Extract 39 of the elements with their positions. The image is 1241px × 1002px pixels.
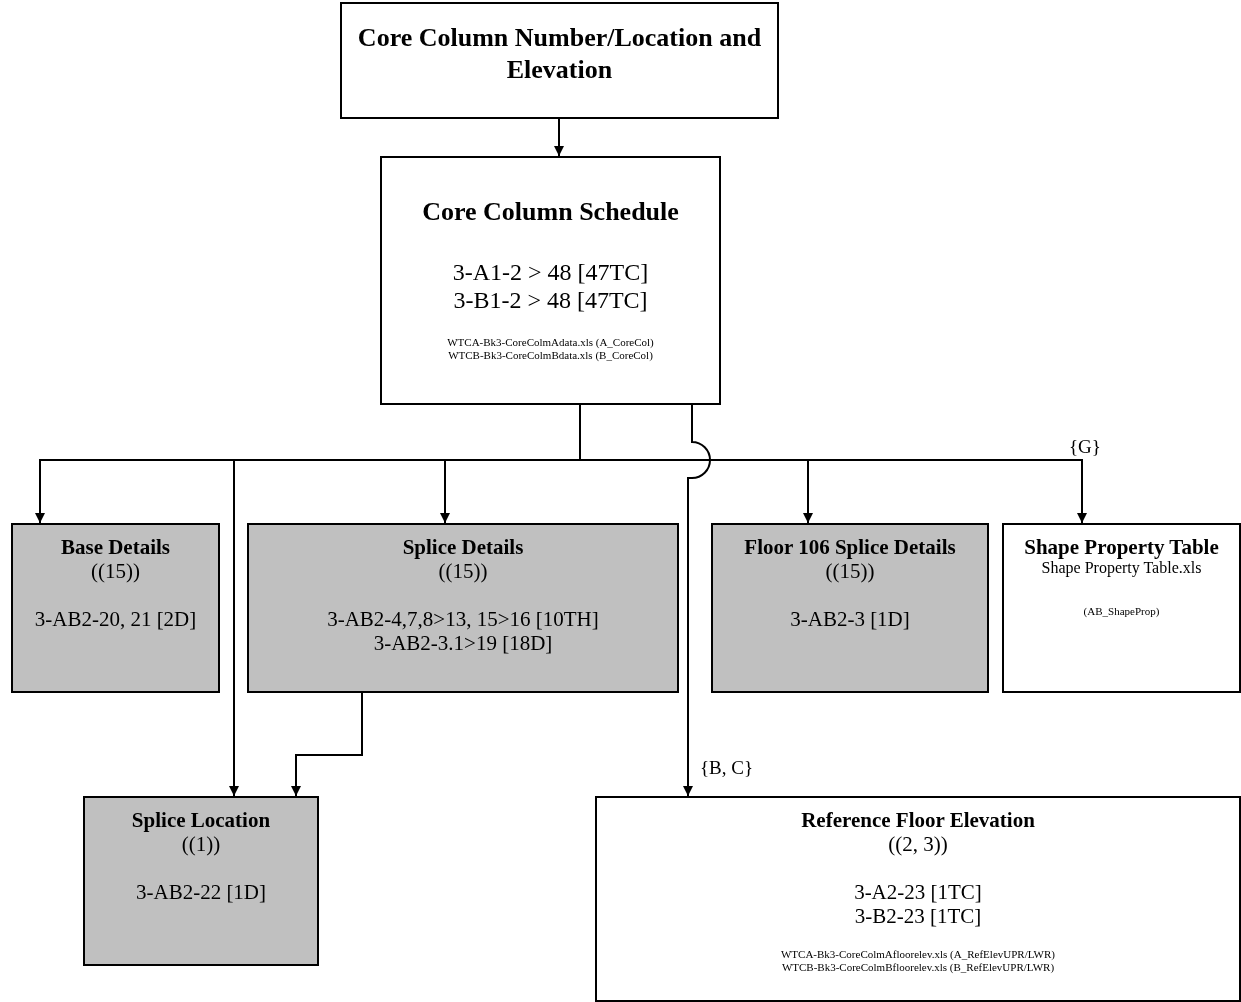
schedule-box (380, 156, 721, 405)
node-text: 3-AB2-3.1>19 [18D] (372, 631, 554, 655)
node-text: 3-A2-23 [1TC] (853, 880, 983, 904)
node-text: WTCA-Bk3-CoreColmAfloorelev.xls (A_RefElevUPR/LWR) (779, 948, 1056, 961)
node-text: 3-AB2-22 [1D] (134, 880, 268, 904)
node-text: ((1)) (180, 832, 222, 856)
node-text: (AB_ShapeProp) (1082, 605, 1161, 618)
node-text: 3-AB2-20, 21 [2D] (33, 607, 198, 631)
node-heading: Core Column Number/Location and Elevation (356, 22, 763, 86)
node-text: ((15)) (90, 559, 141, 583)
detail-box (83, 796, 319, 966)
title-box (340, 2, 779, 119)
table-box (1002, 523, 1241, 693)
node-heading: Core Column Schedule (421, 196, 680, 228)
arrow (683, 404, 711, 797)
elevation-box (595, 796, 1241, 1002)
node-text: WTCA-Bk3-CoreColmAdata.xls (A_CoreCol) (446, 336, 655, 349)
node-text: 3-B1-2 > 48 [47TC] (452, 286, 649, 314)
detail-box (711, 523, 989, 693)
node-text: 3-A1-2 > 48 [47TC] (451, 258, 650, 286)
node-heading: Base Details (59, 535, 172, 559)
node-text: WTCB-Bk3-CoreColmBdata.xls (B_CoreCol) (447, 349, 654, 362)
node-text: WTCB-Bk3-CoreColmBfloorelev.xls (B_RefElevUPR/LWR) (780, 961, 1056, 974)
detail-box (247, 523, 679, 693)
detail-box (11, 523, 220, 693)
node-text: 3-B2-23 [1TC] (853, 904, 983, 928)
node-heading: Splice Location (130, 808, 272, 832)
node-text: ((15)) (824, 559, 876, 583)
node-text: 3-AB2-4,7,8>13, 15>16 [10TH] (326, 607, 600, 631)
arrow (554, 118, 564, 157)
node-heading: Floor 106 Splice Details (743, 535, 957, 559)
node-text: 3-AB2-3 [1D] (789, 607, 911, 631)
node-text: ((15)) (437, 559, 489, 583)
node-heading: Shape Property Table (1023, 535, 1220, 559)
node-text: ((2, 3)) (887, 832, 949, 856)
arrow (291, 692, 363, 797)
node-text: Shape Property Table.xls (1040, 559, 1203, 577)
node-heading: Reference Floor Elevation (800, 808, 1036, 832)
node-heading: Splice Details (401, 535, 525, 559)
